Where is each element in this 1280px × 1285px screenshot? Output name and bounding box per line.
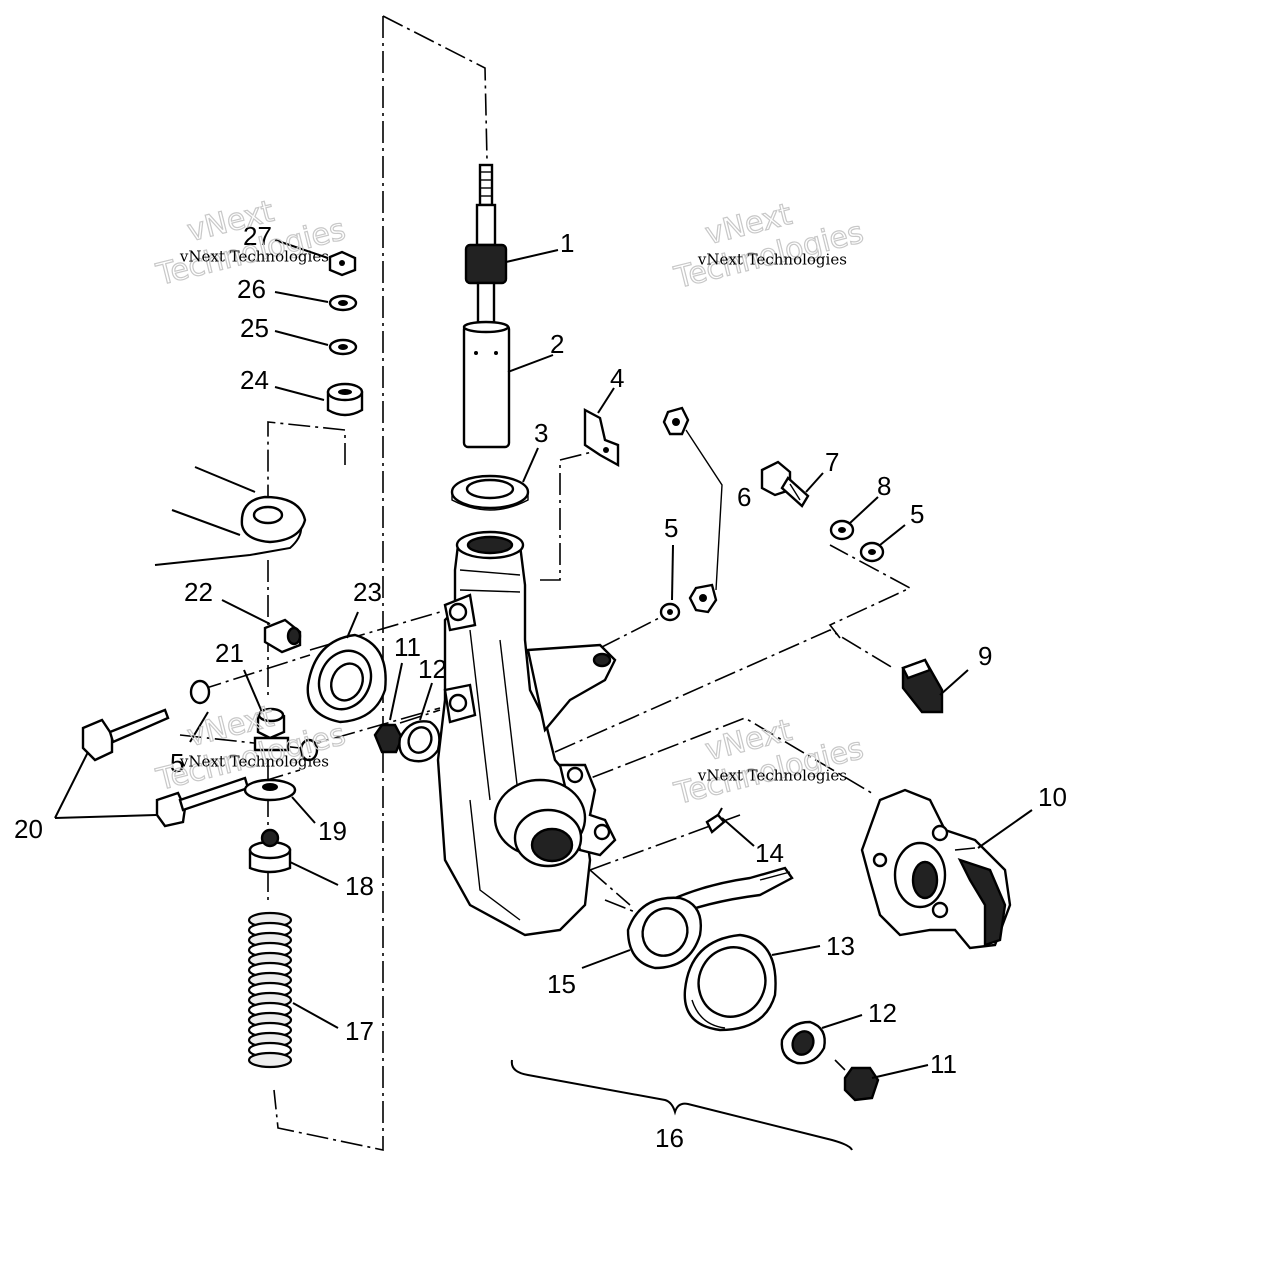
- watermark-top-right: vNext Technologies vNext Technologies: [670, 196, 868, 296]
- spindle-nut-left: [373, 723, 404, 754]
- callout-4: 4: [610, 363, 624, 393]
- spring-seat-18: [248, 828, 292, 874]
- svg-text:vNext Technologies: vNext Technologies: [697, 250, 847, 268]
- callout-25: 25: [240, 313, 269, 343]
- brake-line-clip: [583, 408, 620, 468]
- callout-11-a: 11: [394, 632, 421, 662]
- callout-20: 20: [14, 814, 43, 844]
- bolts: [81, 708, 250, 828]
- callout-labels: 1 2 3 4 5 5 5 6 7 8 9 10 11 11 12 12 13 …: [14, 221, 1067, 1153]
- callout-7: 7: [825, 447, 839, 477]
- callout-5-c: 5: [170, 748, 184, 778]
- group-bracket: [510, 1059, 853, 1151]
- coil-spring: [247, 911, 293, 1069]
- strut-shaft: [464, 163, 508, 327]
- callout-10: 10: [1038, 782, 1067, 812]
- top-hardware: [326, 250, 364, 417]
- callout-23: 23: [353, 577, 382, 607]
- bearing-cup-left: [306, 633, 387, 724]
- callout-24: 24: [240, 365, 269, 395]
- hub-seal-right: [626, 896, 702, 970]
- callout-9: 9: [978, 641, 992, 671]
- callout-12-a: 12: [418, 654, 447, 684]
- callout-11-b: 11: [930, 1049, 957, 1079]
- seal-ring: [450, 474, 530, 511]
- callout-14: 14: [755, 838, 784, 868]
- a-arm-mount: [154, 466, 307, 566]
- callout-6: 6: [737, 482, 751, 512]
- callout-8: 8: [877, 471, 891, 501]
- spring-coil: [247, 1051, 293, 1069]
- pivot-nut: [253, 707, 290, 752]
- spring-seat-19: [243, 778, 297, 802]
- callout-21: 21: [215, 638, 244, 668]
- hardware-right: [659, 406, 723, 622]
- shock-body: [462, 320, 511, 449]
- bearing-cup-right: [683, 933, 777, 1032]
- callout-26: 26: [237, 274, 266, 304]
- callout-12-b: 12: [868, 998, 897, 1028]
- callout-22: 22: [184, 577, 213, 607]
- callout-27: 27: [243, 221, 272, 251]
- callout-5-b: 5: [910, 499, 924, 529]
- brake-caliper: [860, 788, 1012, 950]
- bearing-cone-left: [398, 720, 441, 763]
- svg-text:vNext Technologies: vNext Technologies: [179, 247, 329, 265]
- leader-lines: [54, 239, 1033, 1079]
- callout-17: 17: [345, 1016, 374, 1046]
- callout-16: 16: [655, 1123, 684, 1153]
- callout-18: 18: [345, 871, 374, 901]
- svg-text:vNext Technologies: vNext Technologies: [179, 752, 329, 770]
- caliper-bolt: [760, 460, 885, 563]
- callout-19: 19: [318, 816, 347, 846]
- bushing: [263, 618, 302, 654]
- svg-text:vNext Technologies: vNext Technologies: [697, 766, 847, 784]
- brake-pad: [901, 658, 944, 714]
- callout-1: 1: [560, 228, 574, 258]
- callout-3: 3: [534, 418, 548, 448]
- bearing-cone-right: [780, 1020, 826, 1065]
- watermark-mid-right: vNext Technologies vNext Technologies: [670, 712, 868, 812]
- callout-15: 15: [547, 969, 576, 999]
- spindle-knuckle: [436, 530, 617, 937]
- callout-2: 2: [550, 329, 564, 359]
- washers-left: [189, 679, 319, 762]
- spindle-nut-right: [843, 1066, 880, 1102]
- bleeder-screw: [705, 807, 726, 834]
- callout-13: 13: [826, 931, 855, 961]
- callout-5-a: 5: [664, 513, 678, 543]
